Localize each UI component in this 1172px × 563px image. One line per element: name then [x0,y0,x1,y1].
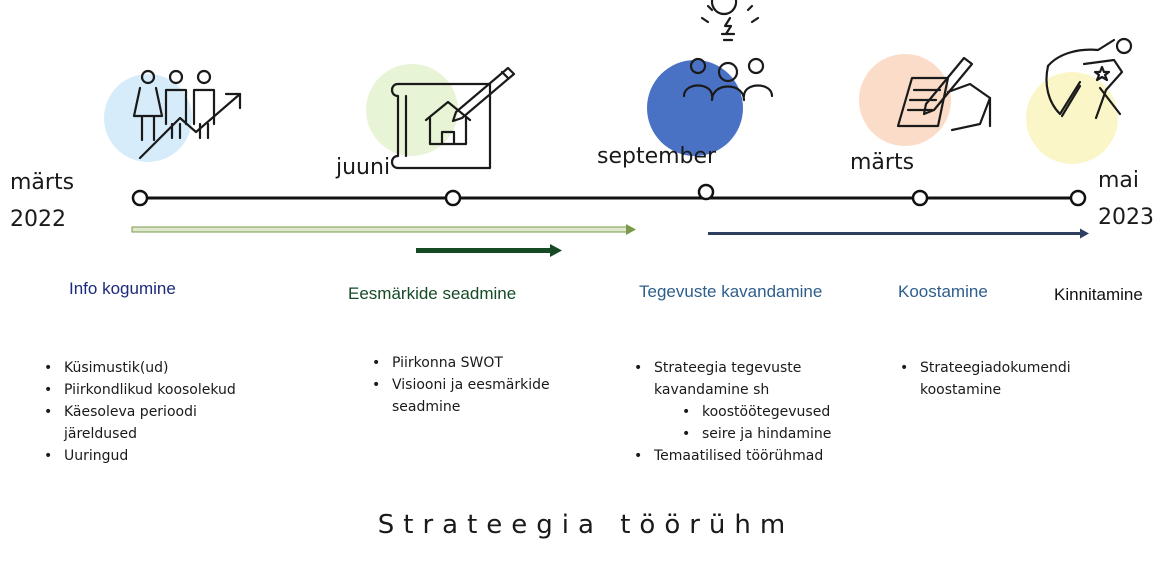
milestone-node [911,189,929,207]
milestone-node [1069,189,1087,207]
list-subitem: seire ja hindamine [682,423,874,445]
phase-title-compose: Koostamine [898,282,988,301]
arrow-info [131,224,636,235]
footer-title: Strateegia töörühm [377,510,795,540]
people-growth-icon [132,69,242,160]
list-subitem: koostöötegevused [682,401,874,423]
milestone-label-1-year: 2022 [10,207,66,232]
milestone-label-4-month: märts [850,150,915,175]
phase-title-activities: Tegevuste kavandamine [639,282,823,301]
list-info: Küsimustik(ud) Piirkondlikud koosolekud … [44,357,304,467]
arrow-goals [416,244,562,257]
milestone-label-2-month: juuni [336,155,391,180]
list-item: Strateegiadokumendi koostamine [900,357,1110,401]
milestone-label-1-month: märts [10,170,75,195]
milestone-node [131,189,149,207]
phase-title-approve: Kinnitamine [1054,285,1143,304]
bg-circle-activities [647,60,743,156]
list-item: Strateegia tegevuste kavandamine sh [634,357,854,401]
list-item: Piirkonna SWOT [372,352,592,374]
house-plan-icon [390,66,516,170]
list-item: Uuringud [44,445,304,467]
bg-circle-approve [1026,72,1118,164]
list-item: Piirkondlikud koosolekud [44,379,304,401]
bg-circle-info [104,74,192,162]
milestone-label-5-month: mai [1098,168,1140,193]
team-idea-icon [682,0,774,102]
list-item: Küsimustik(ud) [44,357,304,379]
milestone-label-5-year: 2023 [1098,205,1154,230]
list-activities: Strateegia tegevuste kavandamine sh koos… [634,357,874,467]
list-compose: Strateegiadokumendi koostamine [900,357,1130,401]
list-goals: Piirkonna SWOT Visiooni ja eesmärkide se… [372,352,592,418]
list-item: Temaatilised töörühmad [634,445,874,467]
document-writing-icon [896,56,992,132]
milestone-node [697,183,715,201]
list-item: Visiooni ja eesmärkide seadmine [372,374,582,418]
phase-title-info: Info kogumine [69,279,176,298]
phase-title-goals: Eesmärkide seadmine [348,284,517,303]
milestone-node [444,189,462,207]
bg-circle-goals [366,64,458,156]
arrow-activities [708,228,1089,239]
superhero-icon [1045,37,1133,120]
milestone-label-3-month: september [597,144,717,169]
list-item: Käesoleva perioodi järeldused [44,401,254,445]
